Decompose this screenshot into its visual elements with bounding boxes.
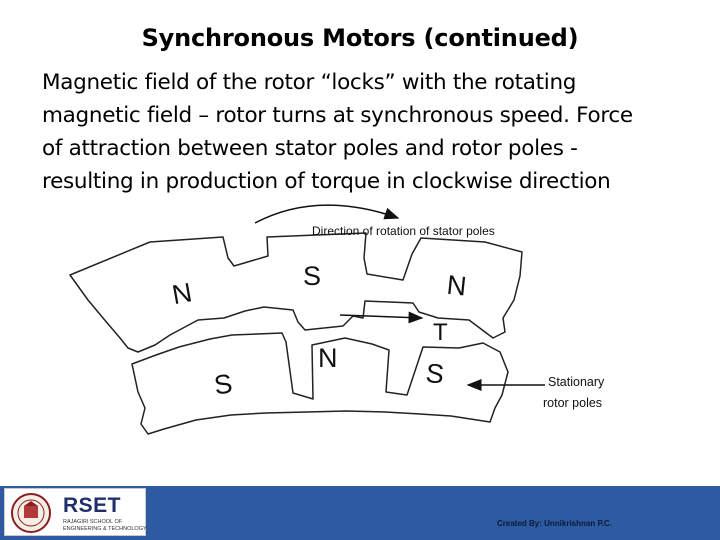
rotor-label-line1: Stationary	[548, 375, 605, 389]
stator-pole-left: N	[170, 277, 194, 310]
stator-pole-right: N	[445, 270, 468, 302]
rotor-label-line2: rotor poles	[543, 396, 602, 410]
rset-logo: RSET RAJAGIRI SCHOOL OF ENGINEERING & TE…	[4, 488, 147, 536]
college-seal-icon	[11, 493, 51, 533]
synchronous-motor-diagram: Direction of rotation of stator poles N …	[69, 204, 605, 435]
body-line-3: of attraction between stator poles and r…	[42, 136, 578, 161]
stator-pole-middle: S	[303, 261, 321, 291]
torque-label: T	[433, 319, 448, 346]
rotor-pole-right: S	[424, 358, 445, 390]
logo-subtitle-line1: RAJAGIRI SCHOOL OF	[63, 519, 123, 525]
slide-body-text: Magnetic field of the rotor “locks” with…	[42, 66, 702, 198]
rotor-outline	[131, 332, 509, 435]
author-credit: Created By: Unnikrishnan P.C.	[497, 519, 612, 528]
body-line-2: magnetic field – rotor turns at synchron…	[42, 103, 633, 128]
torque-arrow	[339, 311, 424, 324]
rotor-pole-left: S	[212, 368, 234, 400]
slide-title: Synchronous Motors (continued)	[141, 24, 579, 52]
logo-wordmark: RSET	[63, 494, 122, 517]
rotor-pole-middle: N	[318, 343, 338, 373]
body-line-1: Magnetic field of the rotor “locks” with…	[42, 70, 577, 95]
rotation-label: Direction of rotation of stator poles	[312, 224, 495, 238]
logo-subtitle-line2: ENGINEERING & TECHNOLOGY	[63, 525, 147, 532]
body-line-4: resulting in production of torque in clo…	[42, 169, 611, 194]
stator-outline	[69, 232, 523, 353]
footer-bar: RSET RAJAGIRI SCHOOL OF ENGINEERING & TE…	[0, 486, 720, 540]
rotation-arrow	[254, 204, 400, 224]
logo-subtitle: RAJAGIRI SCHOOL OF ENGINEERING & TECHNOL…	[63, 519, 147, 532]
